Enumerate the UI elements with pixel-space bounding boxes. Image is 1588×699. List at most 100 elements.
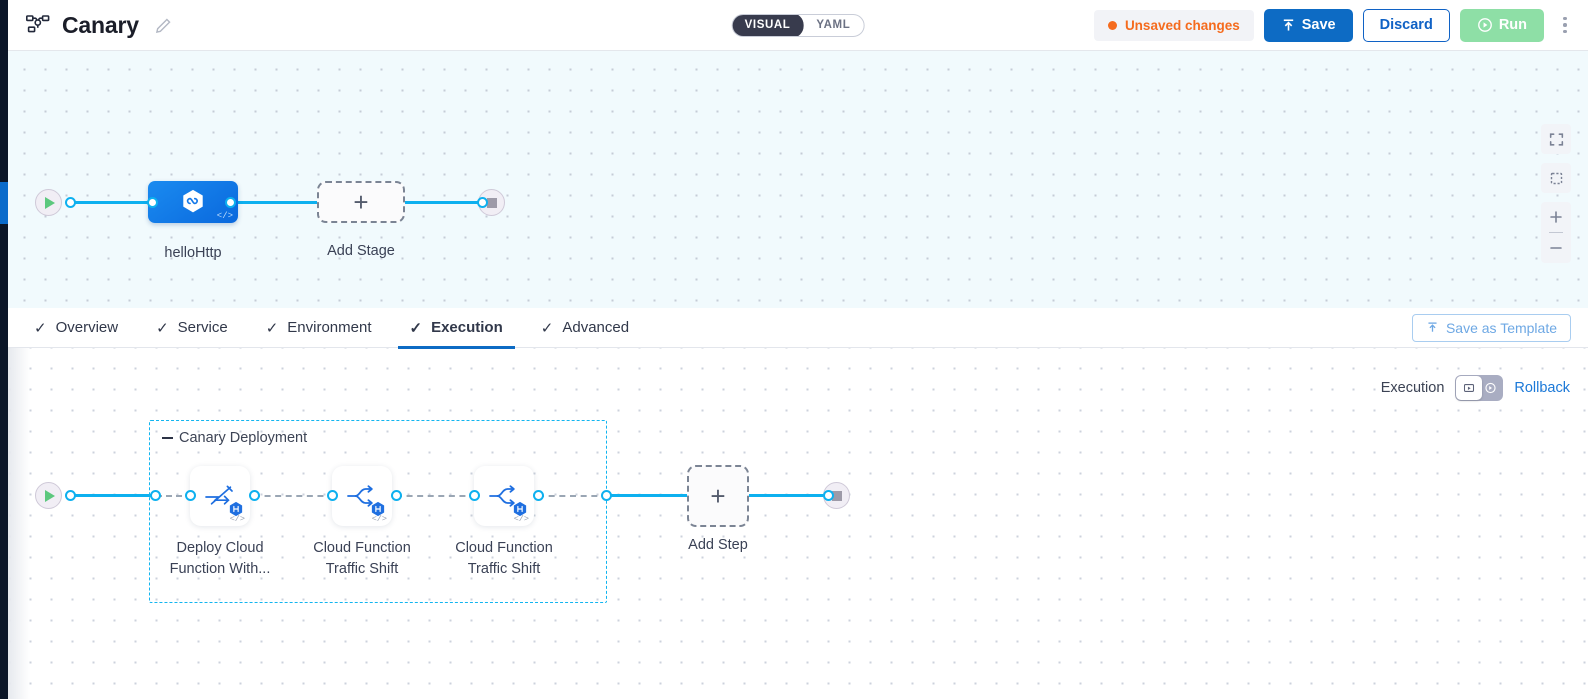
traffic-shift-icon xyxy=(487,482,521,510)
step-node-deploy-cloud-function[interactable]: </> xyxy=(190,466,250,526)
graph-start-node[interactable] xyxy=(35,189,62,216)
save-button[interactable]: Save xyxy=(1263,8,1353,42)
unsaved-changes-badge: Unsaved changes xyxy=(1093,9,1254,41)
zoom-in-icon[interactable] xyxy=(1541,202,1571,232)
execution-view-icon[interactable] xyxy=(1456,376,1483,400)
unsaved-dot-icon xyxy=(1107,20,1117,30)
view-mode-segmented-control[interactable]: VISUAL YAML xyxy=(731,13,865,37)
play-start-icon xyxy=(45,196,55,209)
execution-graph-canvas[interactable]: Execution Rollback xyxy=(8,348,1588,699)
step-group-title: Canary Deployment xyxy=(162,430,307,446)
view-mode-yaml[interactable]: YAML xyxy=(816,18,851,31)
run-button-label: Run xyxy=(1498,17,1527,33)
plus-icon: + xyxy=(710,481,726,511)
view-mode-visual[interactable]: VISUAL xyxy=(732,14,804,36)
add-stage-button[interactable]: + xyxy=(317,181,405,223)
edge-addstep-to-end xyxy=(748,494,833,497)
harness-hexagon-badge xyxy=(228,501,243,517)
zoom-controls[interactable] xyxy=(1541,202,1571,263)
fit-to-screen-control[interactable] xyxy=(1541,124,1571,154)
execution-start-node[interactable] xyxy=(35,482,62,509)
step-label-line1: Deploy Cloud xyxy=(176,540,264,556)
step-group-canary-deployment[interactable]: Canary Deployment xyxy=(149,420,607,603)
view-mode-toggle[interactable]: VISUAL YAML xyxy=(731,13,865,37)
step-code-badge: </> xyxy=(229,514,245,524)
port-step3-in[interactable] xyxy=(469,490,480,501)
zoom-divider xyxy=(1549,232,1563,233)
service-hexagon-icon xyxy=(178,187,208,217)
pencil-icon[interactable] xyxy=(155,17,172,34)
check-icon: ✓ xyxy=(409,319,423,337)
save-upload-icon xyxy=(1281,18,1296,33)
tab-environment-label: Environment xyxy=(287,319,372,336)
edge-start-to-group xyxy=(68,494,156,497)
step-node-label-2: Cloud Function Traffic Shift xyxy=(302,538,422,580)
kebab-menu-icon[interactable] xyxy=(1554,9,1576,42)
port-exec-start-out[interactable] xyxy=(65,490,76,501)
port-exec-end-in[interactable] xyxy=(823,490,834,501)
step-node-traffic-shift-2[interactable]: </> xyxy=(474,466,534,526)
port-start-out[interactable] xyxy=(65,197,76,208)
stage-node-hellohttp[interactable]: </> xyxy=(148,181,238,223)
save-as-template-label: Save as Template xyxy=(1445,319,1557,336)
run-play-icon xyxy=(1477,17,1493,33)
port-end-in[interactable] xyxy=(477,197,488,208)
port-step2-in[interactable] xyxy=(327,490,338,501)
port-step2-out[interactable] xyxy=(391,490,402,501)
harness-hexagon-badge xyxy=(512,501,527,517)
stop-end-icon xyxy=(486,197,497,208)
plus-icon: + xyxy=(353,187,369,217)
add-step-button[interactable]: + xyxy=(687,465,749,527)
step-group-title-label: Canary Deployment xyxy=(179,430,308,446)
header-actions: Unsaved changes Save Discard xyxy=(1093,8,1588,42)
step-node-label-3: Cloud Function Traffic Shift xyxy=(444,538,564,580)
port-step3-out[interactable] xyxy=(533,490,544,501)
edge-group-in-dash xyxy=(156,495,192,497)
run-button[interactable]: Run xyxy=(1459,8,1544,42)
tab-environment[interactable]: ✓ Environment xyxy=(254,308,384,348)
stage-code-badge: </> xyxy=(216,211,233,221)
header-left-group: Canary xyxy=(8,12,172,39)
tab-service[interactable]: ✓ Service xyxy=(144,308,240,348)
check-icon: ✓ xyxy=(156,319,169,337)
save-as-template-button[interactable]: Save as Template xyxy=(1411,313,1571,342)
tab-advanced-label: Advanced xyxy=(562,319,630,336)
tab-advanced[interactable]: ✓ Advanced xyxy=(529,308,641,348)
tab-execution-label: Execution xyxy=(431,319,503,336)
step-node-traffic-shift-1[interactable]: </> xyxy=(332,466,392,526)
rollback-view-icon[interactable] xyxy=(1484,382,1497,395)
edge-step1-to-step2-dash xyxy=(254,495,334,497)
check-icon: ✓ xyxy=(265,319,279,337)
canvas-controls xyxy=(1541,124,1571,272)
port-step1-out[interactable] xyxy=(249,490,260,501)
add-step-label: Add Step xyxy=(688,537,748,553)
port-stage-out[interactable] xyxy=(225,197,236,208)
port-group-in[interactable] xyxy=(150,490,161,501)
fit-to-screen-icon[interactable] xyxy=(1541,124,1571,154)
stage-node-label: helloHttp xyxy=(164,245,222,261)
collapse-dash-icon[interactable] xyxy=(162,437,173,439)
check-icon: ✓ xyxy=(540,319,554,337)
execution-rollback-toggle[interactable] xyxy=(1455,375,1504,401)
selection-box-icon[interactable] xyxy=(1541,163,1571,193)
selection-box-control[interactable] xyxy=(1541,163,1571,193)
port-step1-in[interactable] xyxy=(185,490,196,501)
unsaved-changes-label: Unsaved changes xyxy=(1124,17,1240,33)
page-title: Canary xyxy=(62,11,139,38)
left-nav-rail[interactable] xyxy=(0,0,8,699)
discard-button[interactable]: Discard xyxy=(1362,8,1450,42)
zoom-out-icon[interactable] xyxy=(1541,233,1571,263)
stage-graph-canvas[interactable]: </> helloHttp + Add Stage xyxy=(8,51,1588,308)
edge-step3-to-group-out-dash xyxy=(538,495,608,497)
pipeline-header: Canary VISUAL YAML Unsaved changes xyxy=(8,0,1588,51)
port-stage-in[interactable] xyxy=(147,197,158,208)
traffic-shift-icon xyxy=(345,482,379,510)
deploy-cloud-function-icon xyxy=(203,481,237,511)
edge-stage-to-addstage xyxy=(230,201,320,204)
stop-end-icon xyxy=(831,490,842,501)
rollback-link[interactable]: Rollback xyxy=(1514,380,1570,396)
tab-execution[interactable]: ✓ Execution xyxy=(397,308,516,349)
port-group-out[interactable] xyxy=(601,490,612,501)
tab-overview[interactable]: ✓ Overview xyxy=(22,308,130,348)
